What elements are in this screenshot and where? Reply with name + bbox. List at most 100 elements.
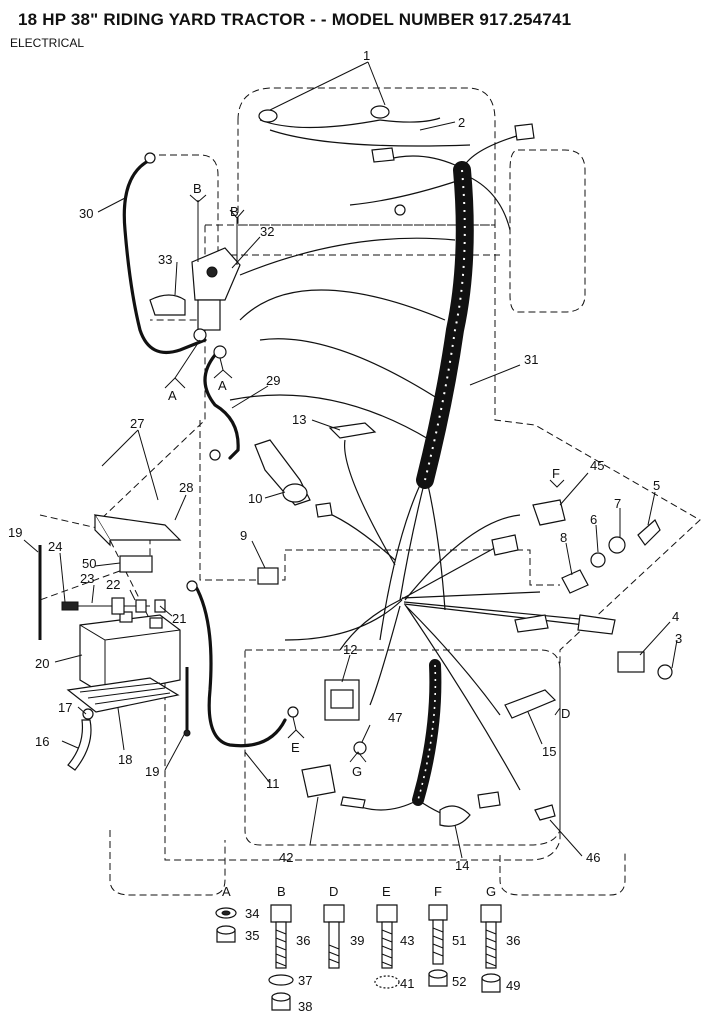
letter-g: G (352, 764, 362, 779)
legend-letter-g: G (486, 884, 496, 899)
callout-16: 16 (35, 734, 49, 749)
rear-right-wheel (499, 850, 626, 896)
cover-50 (119, 555, 153, 573)
callout-29: 29 (266, 373, 280, 388)
callout-32: 32 (260, 224, 274, 239)
frame-outline (99, 224, 701, 861)
callout-52: 52 (452, 974, 466, 989)
callout-19-right: 19 (145, 764, 159, 779)
rear-fender-outline (244, 649, 561, 846)
callout-36-g: 36 (506, 933, 520, 948)
washer-41 (374, 975, 400, 989)
bolt-36-b (270, 904, 292, 923)
reference-markers (164, 194, 565, 763)
bolt-39 (323, 904, 345, 923)
relay-9 (257, 567, 279, 585)
dash-panel-outline (199, 420, 560, 586)
callout-41: 41 (400, 976, 414, 991)
bolts-19 (38, 545, 191, 737)
callout-11: 11 (266, 776, 280, 791)
connector-15 (504, 689, 557, 719)
tractor-outline (39, 87, 701, 896)
letter-f: F (552, 466, 560, 481)
section-label: ELECTRICAL (10, 36, 85, 50)
rear-left-wheel (109, 830, 226, 896)
front-right-wheel (509, 149, 586, 313)
letter-a-2: A (218, 378, 227, 393)
battery-group (66, 514, 182, 771)
callout-31: 31 (524, 352, 538, 367)
hose-16 (67, 719, 92, 771)
callout-20: 20 (35, 656, 49, 671)
callout-15: 15 (542, 744, 556, 759)
cable-30 (122, 158, 207, 355)
hardware-row (61, 597, 166, 615)
callout-12: 12 (343, 642, 357, 657)
callout-7: 7 (614, 496, 621, 511)
callout-28: 28 (179, 480, 193, 495)
callout-27: 27 (130, 416, 144, 431)
callout-17: 17 (58, 700, 72, 715)
cap-5 (637, 519, 661, 546)
conduit-rear-ribs (417, 664, 437, 801)
cable-11 (193, 583, 287, 748)
legend-letter-d: D (329, 884, 338, 899)
harness-conduit (412, 161, 474, 806)
bolt-43 (376, 904, 398, 923)
callout-36-b: 36 (296, 933, 310, 948)
letter-a-1: A (168, 388, 177, 403)
conduit-ribs (424, 169, 466, 481)
callout-43: 43 (400, 933, 414, 948)
callout-46: 46 (586, 850, 600, 865)
legend-letter-e: E (382, 884, 391, 899)
letter-d: D (561, 706, 570, 721)
conduit-main (416, 161, 474, 489)
letter-b-2: B (230, 204, 239, 219)
callout-19-left: 19 (8, 525, 22, 540)
callout-13: 13 (292, 412, 306, 427)
connector-14 (439, 805, 471, 827)
callout-8: 8 (560, 530, 567, 545)
callout-30: 30 (79, 206, 93, 221)
callout-51: 51 (452, 933, 466, 948)
callout-6: 6 (590, 512, 597, 527)
callout-49: 49 (506, 978, 520, 993)
solenoid-assembly (149, 200, 241, 359)
callout-42: 42 (279, 850, 293, 865)
callout-18: 18 (118, 752, 132, 767)
boot-33 (149, 294, 186, 316)
letter-b-1: B (193, 181, 202, 196)
legend-letter-f: F (434, 884, 442, 899)
switch-42 (301, 764, 336, 798)
callout-21: 21 (172, 611, 186, 626)
callout-38: 38 (298, 999, 312, 1014)
callout-labels: 1 2 3 4 5 6 7 8 9 10 11 12 13 14 15 16 1… (8, 48, 682, 873)
callout-10: 10 (248, 491, 262, 506)
page-title: 18 HP 38" RIDING YARD TRACTOR - - MODEL … (18, 10, 572, 29)
callout-34: 34 (245, 906, 259, 921)
callout-1: 1 (363, 48, 370, 63)
screw-51 (428, 904, 448, 921)
diagram-letters: B B A A E F D G (168, 181, 570, 779)
callout-47: 47 (388, 710, 402, 725)
bolt-36-g (480, 904, 502, 923)
callout-9: 9 (240, 528, 247, 543)
hardware-legend: A B D E F G (215, 884, 520, 1014)
battery-cables (122, 152, 299, 748)
components (254, 105, 673, 827)
connector-13 (328, 422, 377, 439)
legend-letter-b: B (277, 884, 286, 899)
cable-29 (203, 353, 240, 460)
relay-45 (532, 499, 566, 526)
callout-45: 45 (590, 458, 604, 473)
callout-2: 2 (458, 115, 465, 130)
letter-e: E (291, 740, 300, 755)
callout-50: 50 (82, 556, 96, 571)
leader-lines (23, 61, 678, 859)
switch-4 (617, 651, 645, 673)
switch-8 (561, 569, 589, 594)
callout-22: 22 (106, 577, 120, 592)
callout-39: 39 (350, 933, 364, 948)
